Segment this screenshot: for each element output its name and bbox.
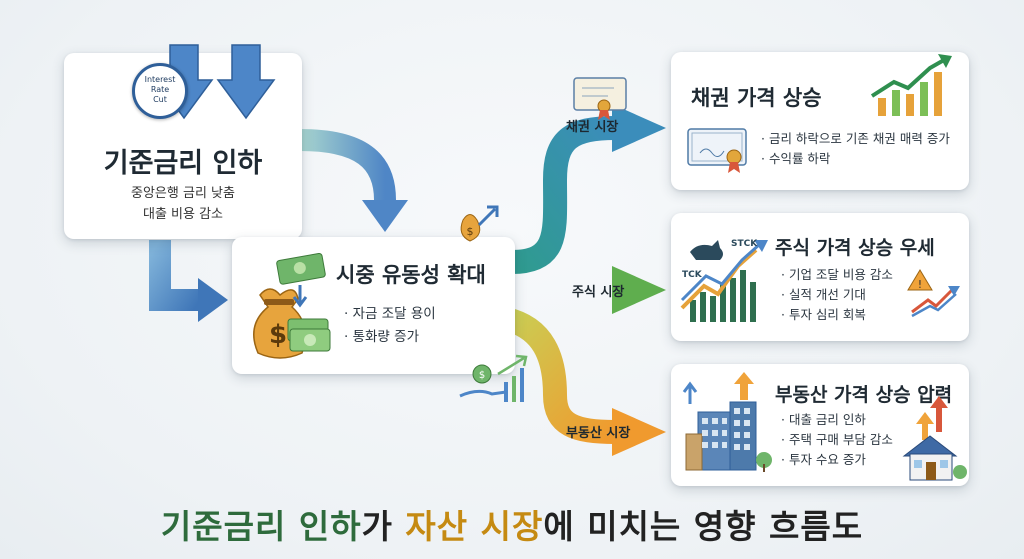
realestate-bullets: 대출 금리 인하 주택 구매 부담 감소 투자 수요 증가 [781, 410, 893, 470]
hand-coin-icon: $ [459, 354, 528, 402]
bond-chart-icon [870, 54, 952, 116]
realestate-bullet-3: 투자 수요 증가 [781, 450, 893, 470]
source-line2: 대출 비용 감소 [142, 207, 224, 222]
arrow-source-to-center-left [149, 240, 200, 311]
bottom-title-part3: 자산 시장 [405, 507, 544, 546]
realestate-bullet-1: 대출 금리 인하 [781, 410, 893, 430]
arrow-head-left [198, 278, 228, 322]
stock-bullet-2: 실적 개선 기대 [781, 285, 893, 305]
arrow-head-bond [612, 104, 666, 152]
bond-bullet-1: 금리 하락으로 기존 채권 매력 증가 [761, 129, 950, 149]
arrow-head-realestate [612, 408, 666, 456]
bond-bullet-2: 수익률 하락 [761, 149, 950, 169]
bottom-title: 기준금리 인하가 자산 시장에 미치는 영향 흐름도 [0, 500, 1024, 548]
house-rising-icon [902, 396, 967, 481]
arrow-head-top [362, 200, 408, 232]
interest-rate-badge: Interest Rate Cut [132, 63, 188, 119]
bond-title: 채권 가격 상승 [691, 86, 822, 110]
bottom-title-part4: 에 미치는 영향 흐름도 [543, 507, 864, 546]
center-title: 시중 유동성 확대 [336, 263, 486, 287]
money-bag-icon: $ [253, 252, 331, 359]
stock-bullet-1: 기업 조달 비용 감소 [781, 265, 893, 285]
arrow-realestate [497, 306, 616, 444]
source-title: 기준금리 인하 [103, 148, 263, 179]
svg-text:$: $ [269, 320, 287, 350]
stock-bullets: 기업 조달 비용 감소 실적 개선 기대 투자 심리 회복 [781, 265, 893, 325]
svg-text:$: $ [467, 225, 474, 238]
bond-certificate-icon [687, 128, 747, 173]
badge-line2: Rate [150, 85, 170, 94]
stock-label-top: STCK [731, 239, 758, 249]
warning-trend-icon: ! [907, 269, 960, 318]
realestate-title: 부동산 가격 상승 압력 [775, 384, 953, 406]
flow-label-bond: 채권 시장 [566, 120, 619, 135]
realestate-bullet-2: 주택 구매 부담 감소 [781, 430, 893, 450]
stock-label-left: TCK [682, 270, 702, 280]
stock-bull-chart-icon [680, 240, 768, 322]
center-bullets: 자금 조달 용이 통화량 증가 [344, 303, 436, 349]
money-growth-icon: $ [460, 205, 499, 242]
svg-text:!: ! [918, 278, 922, 291]
buildings-icon [682, 372, 772, 472]
source-line1: 중앙은행 금리 낮춤 [131, 186, 235, 201]
center-bullet-2: 통화량 증가 [344, 326, 436, 349]
svg-text:$: $ [479, 370, 485, 381]
bond-bullets: 금리 하락으로 기존 채권 매력 증가 수익률 하락 [761, 129, 950, 169]
arrow-head-stock [612, 266, 666, 314]
bottom-title-part1: 기준금리 인하 [160, 507, 362, 546]
arrow-source-to-center-top [299, 129, 396, 205]
arrow-bond [511, 116, 616, 274]
bottom-title-part2: 가 [361, 507, 406, 546]
flow-label-stock: 주식 시장 [572, 285, 625, 300]
flow-label-realestate: 부동산 시장 [566, 426, 631, 441]
stock-title: 주식 가격 상승 우세 [775, 237, 935, 259]
badge-line1: Interest [144, 75, 176, 84]
center-bullet-1: 자금 조달 용이 [344, 303, 436, 326]
certificate-icon [573, 77, 627, 120]
badge-line3: Cut [153, 95, 167, 104]
stock-bullet-3: 투자 심리 회복 [781, 305, 893, 325]
